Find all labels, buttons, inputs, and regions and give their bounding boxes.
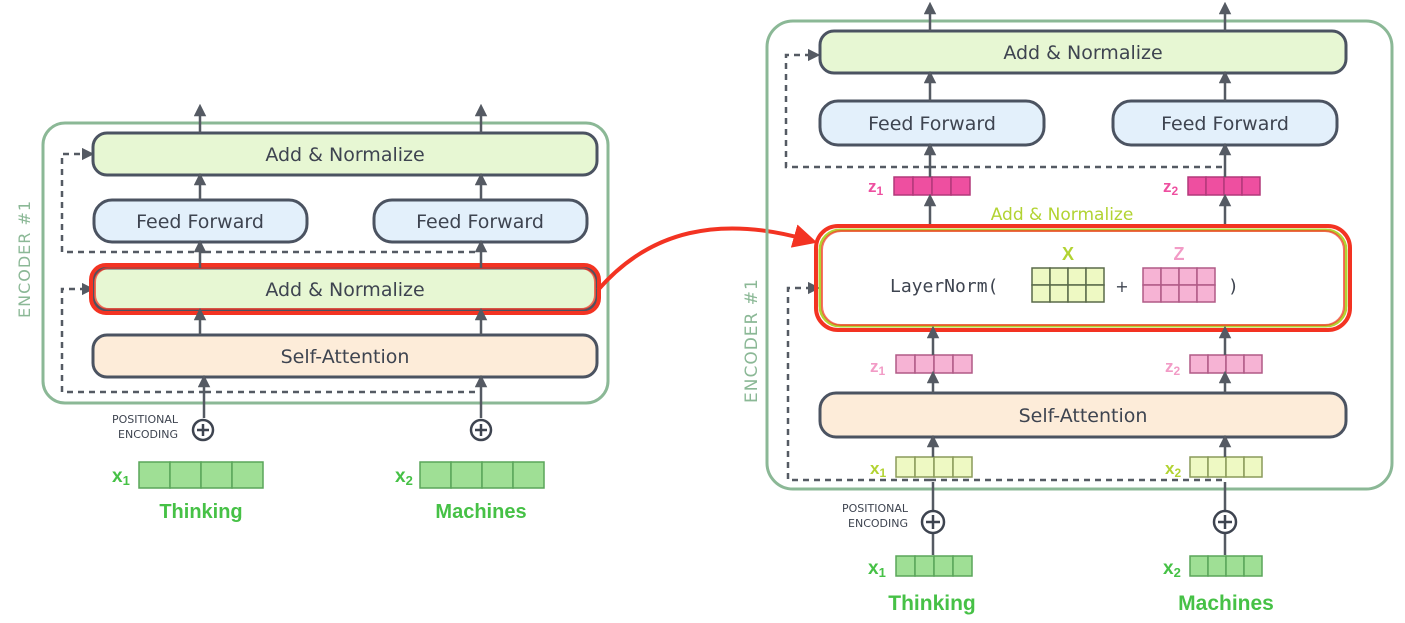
left-word-2: Machines (435, 501, 526, 523)
left-encoder: ENCODER #1 Add & Normalize Feed Forward … (15, 103, 610, 523)
right-x2-vector (1189, 555, 1263, 577)
left-self-attention (91, 333, 599, 379)
right-add-normalize-overlay: Add & Normalize (991, 205, 1134, 225)
right-add-normalize-top-label: Add & Normalize (1003, 42, 1162, 64)
right-z1-top-label: z1 (868, 177, 884, 198)
right-z-matrix (1142, 267, 1216, 303)
left-add-normalize-top (91, 131, 599, 177)
right-layernorm-highlight-2 (821, 230, 1345, 326)
left-encoder-side-label: ENCODER #1 (15, 200, 34, 318)
right-plus-icon-2 (1212, 509, 1238, 535)
right-self-attention-label: Self-Attention (1019, 405, 1148, 427)
right-z2-mid-label: z2 (1165, 357, 1181, 378)
right-x1-in-vector (895, 456, 973, 478)
right-residual-top (784, 48, 930, 169)
right-layernorm-highlight (814, 224, 1352, 332)
left-plus-icon-2 (469, 418, 493, 442)
right-encoder-frame (765, 19, 1394, 491)
left-feed-forward-2-label: Feed Forward (416, 211, 544, 233)
left-x2-label: x2 (395, 466, 413, 488)
right-plus-sign: + (1115, 277, 1128, 296)
right-x1-in-label: x1 (870, 459, 886, 480)
left-feed-forward-1-label: Feed Forward (136, 211, 264, 233)
right-x2-in-label: x2 (1165, 459, 1181, 480)
right-x2-label: x2 (1163, 558, 1181, 580)
highlight-connector-arrow (596, 224, 818, 292)
right-x-matrix-label: X (1062, 244, 1074, 264)
left-add-normalize-top-label: Add & Normalize (265, 144, 424, 166)
right-z-matrix-label: Z (1174, 244, 1185, 264)
right-x2-in-vector (1189, 456, 1263, 478)
left-x1-vector (138, 461, 264, 489)
right-encoder-side-label: ENCODER #1 (742, 278, 762, 403)
left-x2-vector (419, 461, 545, 489)
right-layernorm-close: ) (1228, 276, 1239, 297)
right-feed-forward-2-label: Feed Forward (1161, 113, 1289, 135)
right-x-matrix (1031, 267, 1105, 303)
left-plus-icon-1 (191, 418, 215, 442)
right-z2-top-vector (1187, 176, 1261, 196)
right-word-2: Machines (1178, 592, 1274, 615)
right-x1-vector (895, 555, 973, 577)
right-positional-encoding-line1: POSITIONAL (842, 502, 909, 515)
right-plus-icon-1 (920, 509, 946, 535)
right-encoder: ENCODER #1 Add & Normalize Feed Forward … (742, 1, 1394, 615)
right-z2-mid-vector (1189, 354, 1263, 374)
right-residual-bottom (786, 281, 930, 482)
left-highlight-outline-2 (94, 267, 596, 310)
left-positional-encoding-line2: ENCODING (118, 428, 178, 441)
right-word-1: Thinking (888, 592, 976, 615)
right-z1-mid-vector (895, 354, 973, 374)
right-z2-top-label: z2 (1163, 177, 1179, 198)
right-self-attention (818, 391, 1348, 439)
right-positional-encoding-line2: ENCODING (848, 517, 908, 530)
left-self-attention-label: Self-Attention (281, 346, 410, 368)
left-residual-bottom (60, 282, 205, 394)
left-x1-label: x1 (112, 466, 130, 488)
left-positional-encoding-line1: POSITIONAL (112, 413, 179, 426)
left-add-normalize-bottom-label: Add & Normalize (265, 279, 424, 301)
right-add-normalize-top (818, 29, 1348, 75)
right-x1-label: x1 (868, 558, 886, 580)
left-encoder-frame (41, 121, 610, 405)
left-word-1: Thinking (159, 501, 242, 523)
right-layernorm-text: LayerNorm( (890, 276, 998, 297)
right-z1-top-vector (893, 176, 971, 196)
left-residual-top (60, 147, 205, 254)
right-z1-mid-label: z1 (870, 357, 886, 378)
right-feed-forward-1-label: Feed Forward (868, 113, 996, 135)
